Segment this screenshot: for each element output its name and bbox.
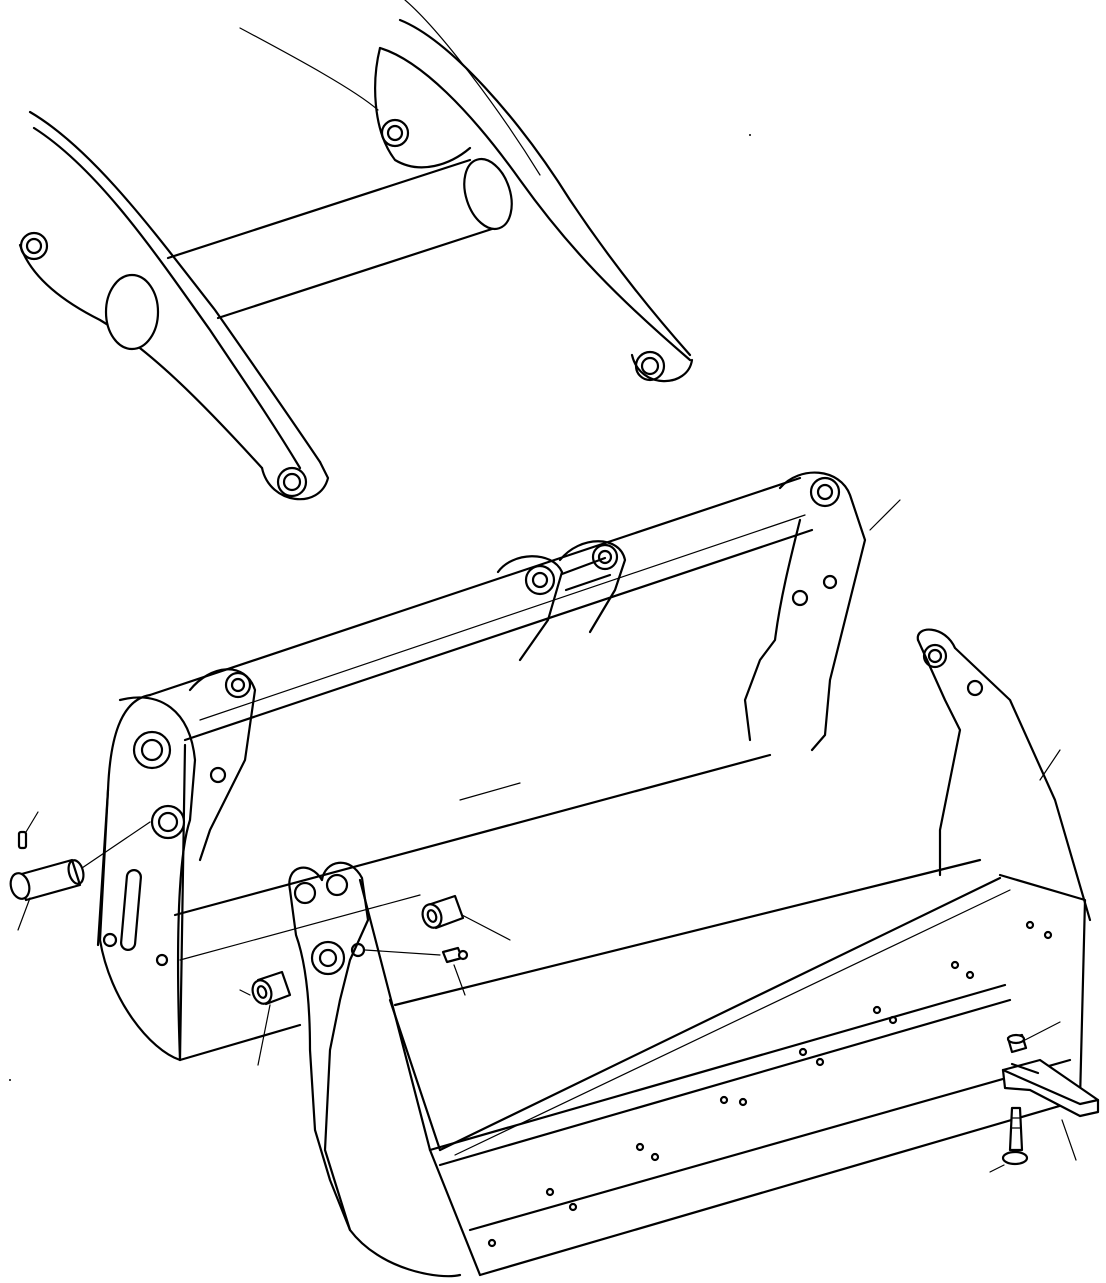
retaining-pin: [17, 811, 39, 850]
bushing-left: [239, 970, 292, 1066]
tooth-bolt: [989, 1106, 1029, 1173]
loader-arm: [18, 0, 694, 501]
bucket-rear-frame: [96, 471, 901, 1062]
bucket-body: [288, 628, 1092, 1278]
pivot-pin: [9, 821, 151, 931]
tooth-adapter: [1001, 1058, 1100, 1161]
tooth-nut: [1006, 1021, 1061, 1054]
grease-nipple: [350, 942, 469, 996]
bushing-right: [421, 894, 511, 941]
edge-bolt-holes: [487, 920, 1053, 1248]
